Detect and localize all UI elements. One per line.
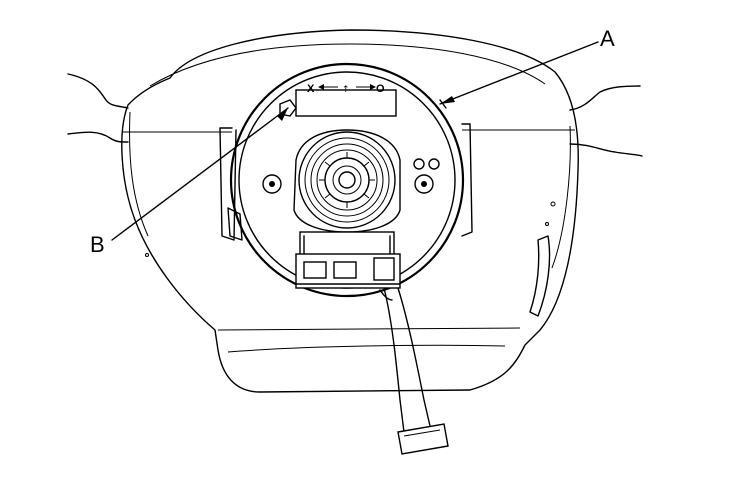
- wire-harness: [379, 287, 449, 455]
- center-mark-text: ↑: [342, 85, 350, 95]
- right-mark-text: O: [376, 83, 385, 95]
- callout-a: A: [600, 26, 615, 51]
- label-plate: [295, 89, 397, 117]
- left-spoke: [67, 73, 129, 143]
- callout-b: B: [90, 232, 105, 257]
- leader-line-a: [439, 41, 599, 105]
- mounting-plate: [219, 127, 237, 241]
- cable-reel: X ↑ O: [229, 62, 465, 298]
- right-spoke: [569, 85, 643, 157]
- steering-hub-outline: [121, 29, 579, 393]
- leader-line-b: [111, 107, 289, 241]
- rotation-mark: X ↑ O: [307, 83, 385, 95]
- left-mark-text: X: [307, 83, 315, 95]
- harness-connector: [295, 231, 401, 289]
